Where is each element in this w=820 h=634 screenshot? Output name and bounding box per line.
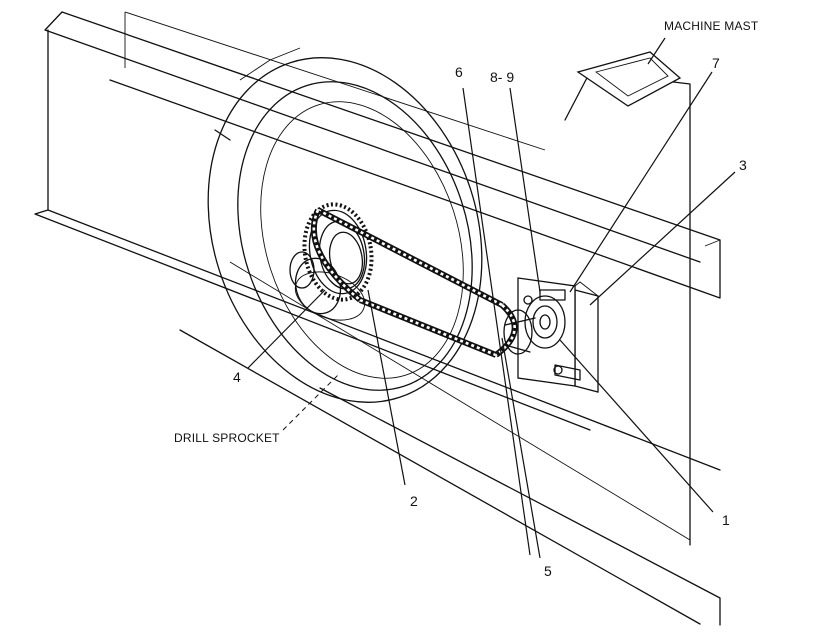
mast-top-plate: [576, 51, 682, 107]
callout-2: 2: [410, 493, 418, 509]
mounting-plate: [574, 289, 599, 393]
callout-8-9: 8- 9: [490, 69, 514, 85]
leader-5: [501, 337, 541, 559]
drive-sprocket: [503, 309, 533, 355]
drill-sprocket-label: DRILL SPROCKET: [174, 431, 280, 445]
callout-3: 3: [739, 157, 747, 173]
upper-beam: [44, 11, 721, 299]
housing-plate: [34, 11, 721, 471]
roller-chain: [310, 207, 518, 358]
leader-machine-mast: [647, 37, 666, 65]
leader-4: [247, 289, 326, 369]
leader-drill-sprocket: [282, 374, 339, 431]
drill-drum: [207, 47, 483, 403]
leader-6: [462, 87, 531, 556]
callout-6: 6: [455, 64, 463, 80]
machine-mast-label: MACHINE MAST: [664, 19, 759, 33]
leader-3: [589, 171, 736, 306]
machine-mast-column: [564, 51, 691, 546]
leader-8-9: [509, 87, 541, 293]
callout-1: 1: [722, 512, 730, 528]
callout-5: 5: [544, 563, 552, 579]
leader-2: [367, 289, 406, 486]
leader-1: [559, 339, 714, 513]
leader-7: [569, 71, 713, 293]
drill-sprocket: [302, 202, 374, 302]
callout-7: 7: [712, 55, 720, 71]
drive-motor-assembly: [503, 277, 599, 393]
callout-4: 4: [233, 369, 241, 385]
leader-lines: [247, 37, 736, 559]
